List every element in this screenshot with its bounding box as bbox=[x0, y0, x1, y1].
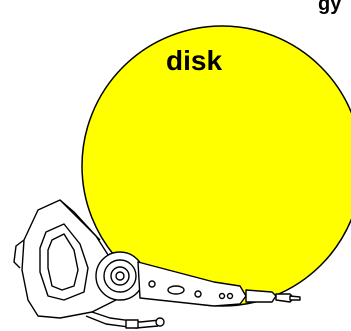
pivot-bearing-center bbox=[115, 271, 125, 281]
head-tip-end bbox=[289, 295, 301, 301]
arm-hole-2 bbox=[167, 285, 185, 295]
arm-hole-4 bbox=[218, 292, 226, 300]
flex-connector bbox=[155, 317, 165, 327]
arm-hole-5 bbox=[226, 292, 234, 300]
actuator-coil-inner bbox=[47, 233, 79, 291]
head-slider bbox=[245, 289, 277, 303]
actuator-assembly bbox=[13, 199, 301, 329]
actuator-bracket-2 bbox=[13, 239, 25, 269]
flex-cable bbox=[91, 311, 161, 323]
actuator-bracket bbox=[59, 199, 101, 241]
arm-hole-3 bbox=[194, 290, 202, 298]
disk-label: disk bbox=[166, 45, 222, 76]
flex-cable-2 bbox=[85, 315, 159, 329]
flex-tab bbox=[125, 319, 139, 329]
arm-hole-1 bbox=[148, 280, 156, 288]
top-partial-label: gy bbox=[318, 0, 342, 15]
